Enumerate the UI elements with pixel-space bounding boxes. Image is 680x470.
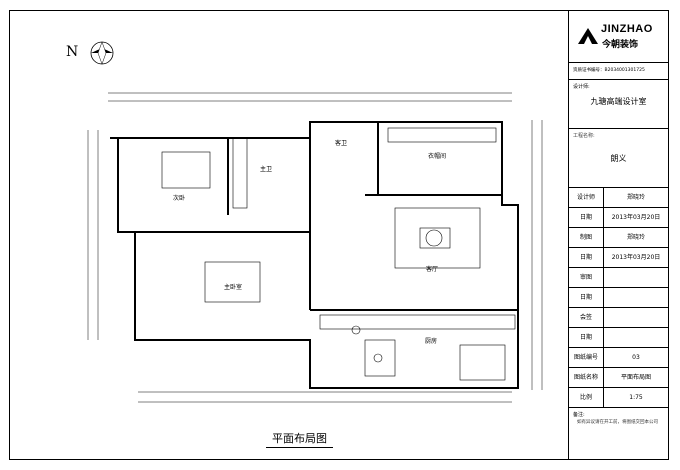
floor-plan-drawing xyxy=(87,41,543,403)
info-row: 日期 xyxy=(569,288,668,308)
note-text: 如有异议请在开工前，将图纸交回本公司 xyxy=(577,420,658,425)
info-row: 会签 xyxy=(569,308,668,328)
room-label-bath-guest: 客卫 xyxy=(335,140,348,147)
designer-label: 设计师: xyxy=(573,84,590,90)
north-label: N xyxy=(66,44,79,60)
brand-logo: JINZHAO 今朝装饰 xyxy=(569,10,668,63)
room-label-kitchen: 厨房 xyxy=(425,338,438,345)
furniture xyxy=(161,127,516,381)
room-label-bedroom2: 次卧 xyxy=(173,195,186,202)
project-value: 朗义 xyxy=(610,154,627,163)
info-row: 审图 xyxy=(569,268,668,288)
project-label: 工程名称: xyxy=(573,133,595,139)
room-label-bath-main: 主卫 xyxy=(260,166,273,173)
title-block: JINZHAO 今朝装饰 资质证书编号：B2034001301725 设计师: … xyxy=(568,10,668,460)
plan-title: 平面布局图 xyxy=(266,430,333,448)
room-label-master: 主卧室 xyxy=(224,284,243,291)
brand-name-cn: 今朝装饰 xyxy=(602,40,639,50)
project-section: 工程名称: 朗义 xyxy=(569,129,668,188)
certificate-number: 资质证书编号：B2034001301725 xyxy=(569,63,668,80)
info-row: 设计师郑晓玲 xyxy=(569,188,668,208)
room-label-living: 客厅 xyxy=(426,266,439,273)
note-section: 备注: 如有异议请在开工前，将图纸交回本公司 xyxy=(569,408,668,470)
dimension-lines xyxy=(87,92,543,403)
brand-mark-icon xyxy=(578,28,598,44)
designer-section: 设计师: 九瑭高端设计室 xyxy=(569,80,668,129)
info-row: 日期 xyxy=(569,328,668,348)
designer-value: 九瑭高端设计室 xyxy=(590,97,647,106)
room-label-cloakroom: 衣帽间 xyxy=(428,153,447,160)
brand-name: JINZHAO xyxy=(601,23,653,35)
floor-plan: 次卧 主卫 客卫 衣帽间 主卧室 客厅 厨房 xyxy=(10,10,568,460)
drawing-sheet xyxy=(9,10,669,460)
north-arrow-icon xyxy=(90,41,114,65)
info-row: 制图郑晓玲 xyxy=(569,228,668,248)
walls xyxy=(110,121,519,389)
info-row: 图纸名称平面布局图 xyxy=(569,368,668,388)
note-label: 备注: xyxy=(573,412,585,418)
